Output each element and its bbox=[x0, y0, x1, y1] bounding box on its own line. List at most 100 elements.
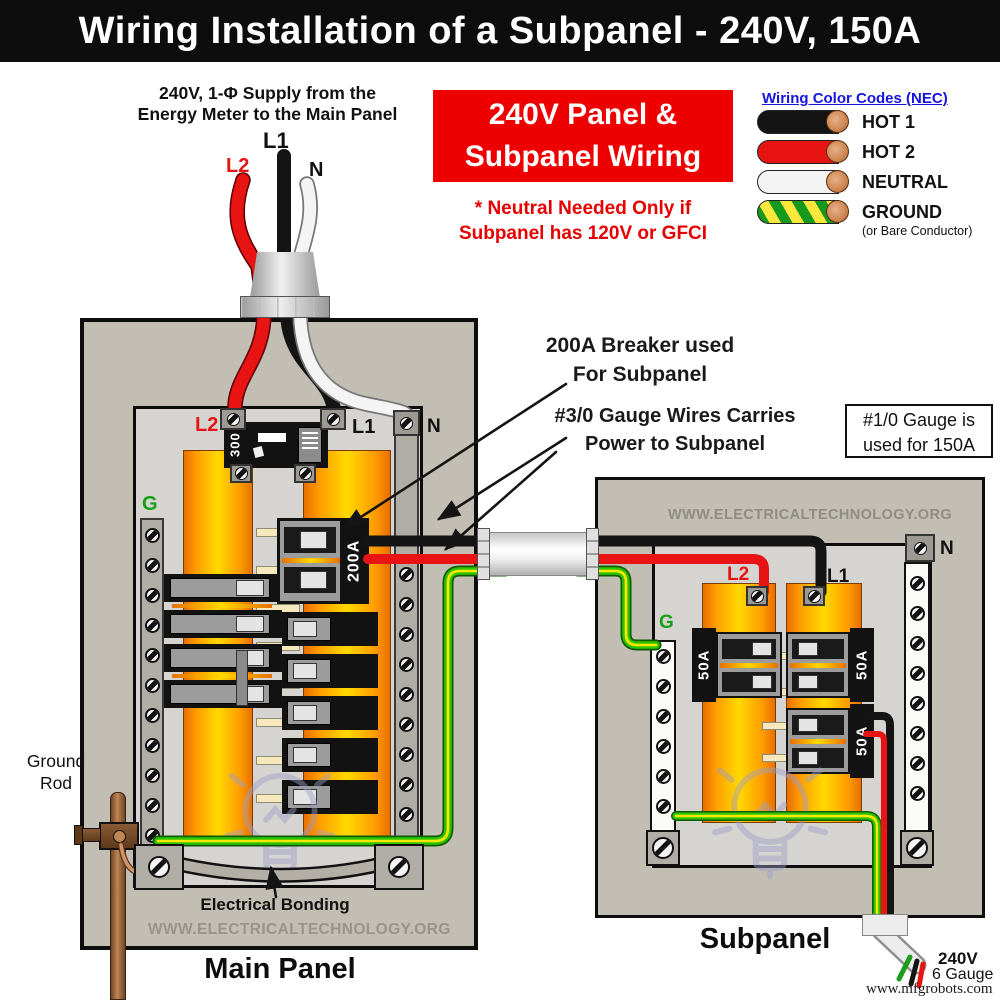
terminal-screw bbox=[909, 576, 925, 591]
breaker-note-line2: For Subpanel bbox=[572, 363, 708, 386]
hot1-wire-swatch bbox=[757, 110, 839, 134]
neutral-note-line1: * Neutral Needed Only if bbox=[474, 198, 692, 219]
exit-gauge-label: 6 Gauge bbox=[932, 966, 994, 983]
terminal-screw bbox=[399, 717, 414, 732]
exit-cable-ground-tip bbox=[896, 954, 913, 982]
terminal-screw bbox=[655, 709, 671, 724]
sub-label-l1: L1 bbox=[827, 566, 850, 587]
terminal-screw bbox=[399, 567, 414, 582]
sub-breaker-rating: 50A bbox=[853, 649, 871, 681]
terminal-screw bbox=[909, 726, 925, 741]
exit-cable bbox=[871, 921, 927, 975]
neutral-copper-core bbox=[826, 170, 849, 193]
hot1-copper-core bbox=[826, 110, 849, 133]
terminal-screw bbox=[655, 739, 671, 754]
terminal-screw bbox=[909, 636, 925, 651]
panel-nipple-conduit bbox=[484, 532, 592, 576]
legend-title-link[interactable]: Wiring Color Codes (NEC) bbox=[762, 90, 948, 107]
terminal-screw bbox=[909, 666, 925, 681]
terminal-screw bbox=[909, 756, 925, 771]
label-l2-top: L2 bbox=[226, 155, 250, 177]
sub-label-g: G bbox=[659, 612, 674, 633]
sub-breaker-50a-right1[interactable] bbox=[786, 632, 850, 698]
terminal-screw bbox=[388, 856, 410, 878]
branch-breaker[interactable] bbox=[282, 696, 378, 730]
sub-neutral-bus bbox=[904, 562, 930, 832]
terminal-screw bbox=[807, 589, 821, 603]
branch-breaker[interactable] bbox=[160, 610, 282, 638]
branch-breaker[interactable] bbox=[160, 574, 282, 602]
sub-neutral-top-screw bbox=[905, 534, 935, 562]
neutral-wire-swatch bbox=[757, 170, 839, 194]
gauge-note-line1: #3/0 Gauge Wires Carries bbox=[554, 405, 796, 427]
label-l1-top: L1 bbox=[263, 128, 289, 153]
terminal-screw bbox=[399, 687, 414, 702]
ground-copper-core bbox=[826, 200, 849, 223]
branch-breaker[interactable] bbox=[160, 644, 282, 672]
terminal-screw bbox=[234, 467, 248, 480]
breaker-lug bbox=[294, 464, 316, 483]
main-neutral-top-screw bbox=[393, 410, 420, 436]
terminal-screw bbox=[144, 618, 160, 633]
gauge-box-line2: used for 150A bbox=[862, 435, 976, 455]
sub-l1-terminal bbox=[803, 586, 825, 606]
terminal-screw bbox=[148, 856, 170, 878]
supply-note-line2: Energy Meter to the Main Panel bbox=[137, 104, 398, 124]
terminal-screw bbox=[326, 412, 340, 426]
site-watermark: www.mfgrobots.com bbox=[866, 981, 993, 997]
main-l1-terminal bbox=[320, 408, 346, 430]
bulb-watermark bbox=[712, 767, 828, 880]
sub-breaker-50a-right1-label: 50A bbox=[850, 628, 874, 702]
sub-breaker-50a-left[interactable] bbox=[716, 632, 782, 698]
gauge-box-line1: #1/0 Gauge is bbox=[862, 410, 976, 430]
feed-breaker-200a[interactable]: 200A bbox=[277, 518, 369, 604]
sub-breaker-50a-right2[interactable] bbox=[786, 708, 850, 774]
neutral-note-line2: Subpanel has 120V or GFCI bbox=[458, 223, 708, 244]
sub-breaker-50a-left-label: 50A bbox=[692, 628, 716, 702]
branch-breaker[interactable] bbox=[282, 654, 378, 688]
conduit-fitting-left bbox=[477, 528, 490, 580]
terminal-screw bbox=[144, 768, 160, 783]
terminal-screw bbox=[226, 412, 240, 426]
terminal-screw bbox=[400, 416, 413, 430]
tandem-handle[interactable] bbox=[236, 650, 248, 706]
subpanel-caption: Subpanel bbox=[699, 923, 831, 955]
terminal-screw bbox=[399, 627, 414, 642]
feed-breaker-rating: 200A bbox=[345, 539, 363, 583]
terminal-screw bbox=[909, 696, 925, 711]
breaker-lug bbox=[230, 464, 252, 483]
ground-rod-label-line2: Rod bbox=[39, 773, 73, 793]
terminal-screw bbox=[144, 558, 160, 573]
terminal-screw bbox=[144, 678, 160, 693]
terminal-screw bbox=[906, 837, 928, 859]
main-label-l1: L1 bbox=[352, 416, 376, 438]
main-panel-caption: Main Panel bbox=[204, 953, 356, 985]
terminal-screw bbox=[298, 467, 312, 480]
gauge-note-line2: Power to Subpanel bbox=[584, 433, 766, 455]
legend-ground-label: GROUND bbox=[862, 202, 942, 222]
terminal-screw bbox=[399, 597, 414, 612]
sub-breaker-rating: 50A bbox=[695, 649, 713, 681]
main-ground-lug bbox=[134, 844, 184, 890]
sub-label-n: N bbox=[940, 538, 954, 559]
branch-breaker[interactable] bbox=[282, 612, 378, 646]
bonding-label: Electrical Bonding bbox=[200, 895, 350, 914]
hot2-wire-swatch bbox=[757, 140, 839, 164]
ground-rod-clamp-bolt bbox=[80, 828, 101, 842]
page-title: Wiring Installation of a Subpanel - 240V… bbox=[78, 9, 922, 52]
terminal-screw bbox=[399, 777, 414, 792]
main-neutral-lug bbox=[374, 844, 424, 890]
terminal-screw bbox=[909, 606, 925, 621]
terminal-screw bbox=[144, 798, 160, 813]
sub-l2-terminal bbox=[746, 586, 768, 606]
gauge-info-box: #1/0 Gauge is used for 150A bbox=[845, 404, 993, 458]
breaker-note-line1: 200A Breaker used bbox=[545, 334, 735, 357]
info-box: 240V Panel & Subpanel Wiring bbox=[433, 90, 733, 182]
terminal-screw bbox=[144, 828, 160, 843]
legend-ground-note: (or Bare Conductor) bbox=[862, 224, 973, 238]
hot2-copper-core bbox=[826, 140, 849, 163]
sub-neutral-lug bbox=[900, 830, 934, 866]
ground-rod-clamp-bolt-cap bbox=[74, 825, 83, 845]
branch-breaker[interactable] bbox=[160, 680, 282, 708]
